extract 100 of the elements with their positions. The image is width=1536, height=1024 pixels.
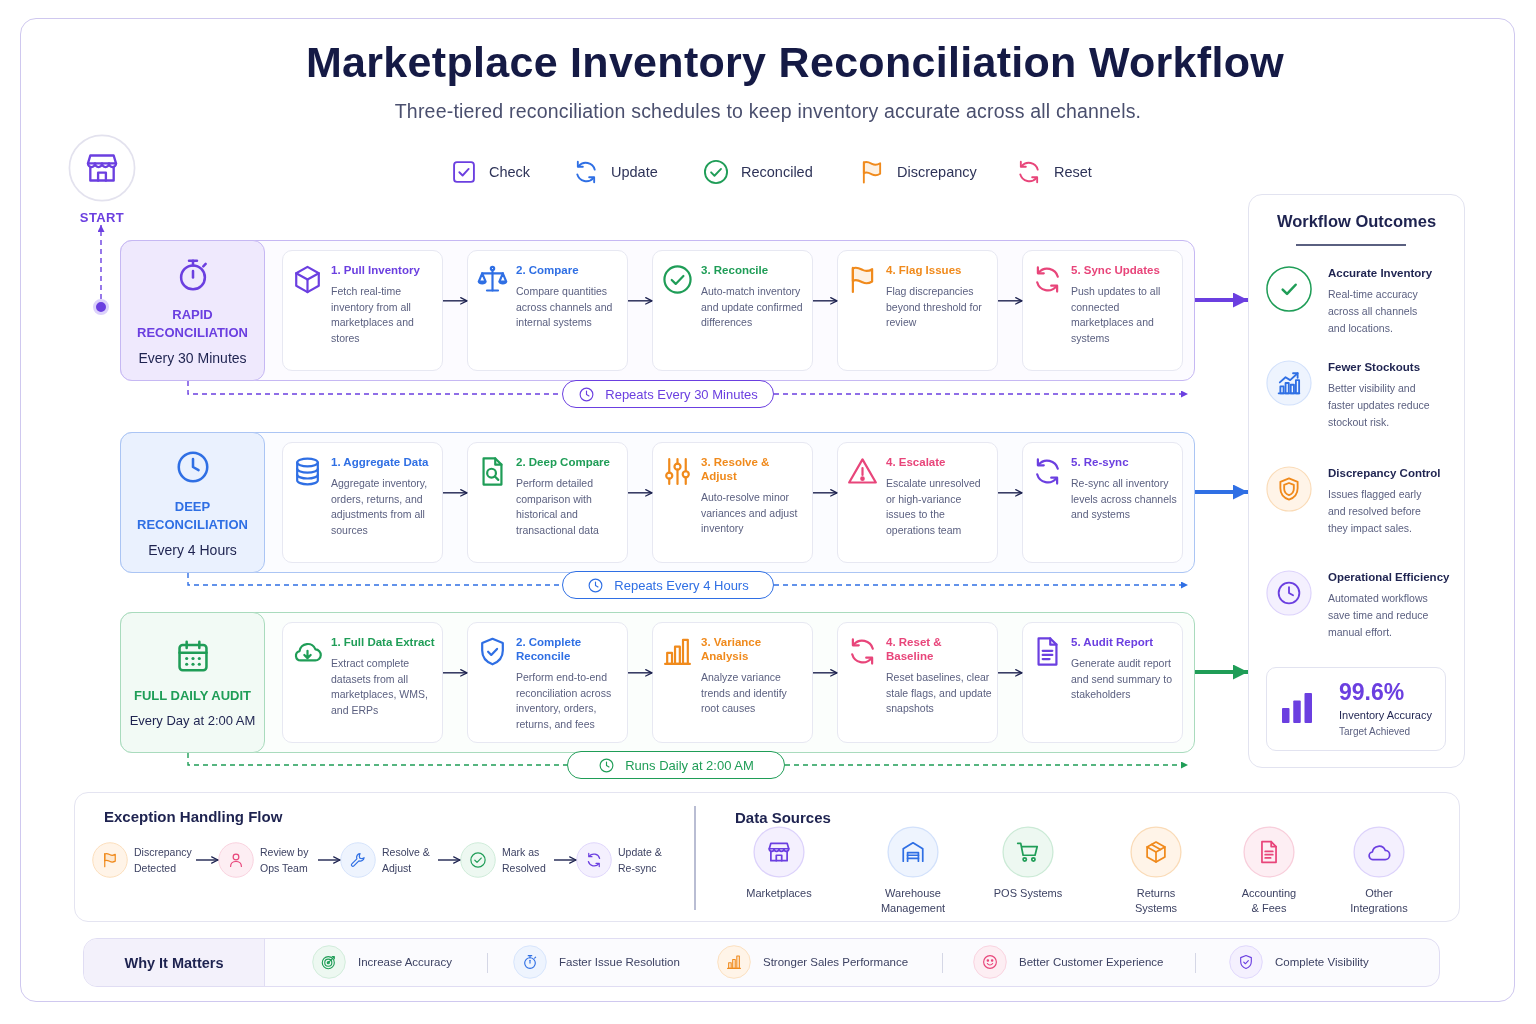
step-description: Re-sync all inventory levels across channels and systems bbox=[1071, 476, 1177, 522]
step-card bbox=[467, 622, 628, 743]
arrow bbox=[812, 669, 838, 677]
schedule-header-card bbox=[120, 240, 265, 381]
step-description: Analyze variance trends and identify root causes bbox=[701, 670, 788, 716]
schedule-pill bbox=[562, 380, 774, 408]
step-title: 3. Resolve & Adjust bbox=[701, 455, 771, 483]
schedule-header-card bbox=[120, 612, 265, 753]
step-title: 4. Reset & Baseline bbox=[886, 635, 943, 663]
step-card bbox=[1022, 442, 1183, 563]
schedule-name: FULL DAILY AUDIT bbox=[133, 687, 252, 705]
arrow bbox=[317, 856, 341, 864]
schedule-header-card bbox=[120, 432, 265, 573]
arrow bbox=[627, 297, 653, 305]
outcome-title: Discrepancy Control bbox=[1328, 467, 1441, 479]
step-card bbox=[1022, 250, 1183, 371]
outcome-title: Accurate Inventory bbox=[1328, 267, 1433, 279]
step-title: 1. Aggregate Data bbox=[331, 455, 430, 469]
outcome-description: Real-time accuracy across all channels and locations. bbox=[1328, 287, 1419, 336]
data-source-label: Marketplaces bbox=[746, 886, 812, 901]
step-description: Perform end-to-end reconciliation across inventory, orders, returns, and fees bbox=[516, 670, 613, 732]
schedule-name: DEEP RECONCILIATION bbox=[136, 497, 249, 534]
step-title: 2. Compare bbox=[516, 263, 580, 277]
step-card bbox=[837, 442, 998, 563]
exception-step-label: Discrepancy Detected bbox=[134, 845, 193, 876]
data-source-label: Returns Systems bbox=[1133, 886, 1179, 916]
data-source-label: Warehouse Management bbox=[879, 886, 947, 916]
benefits-bar bbox=[83, 938, 1440, 987]
arrow bbox=[442, 489, 468, 497]
arrow bbox=[1195, 664, 1248, 680]
step-card bbox=[282, 250, 443, 371]
legend-label: Update bbox=[611, 164, 658, 180]
pill-label: Repeats Every 30 Minutes bbox=[605, 386, 758, 402]
schedule-pill bbox=[567, 751, 785, 779]
step-card bbox=[652, 622, 813, 743]
subtitle: Three-tiered reconciliation schedules to keep inventory accurate across all channels. bbox=[394, 100, 1142, 123]
arrow bbox=[1195, 292, 1248, 308]
step-card bbox=[282, 622, 443, 743]
arrow bbox=[997, 489, 1023, 497]
step-card bbox=[837, 250, 998, 371]
exception-step-label: Mark as Resolved bbox=[502, 845, 547, 876]
outcome-title: Fewer Stockouts bbox=[1328, 361, 1421, 373]
arrow bbox=[812, 297, 838, 305]
step-description: Flag discrepancies beyond threshold for review bbox=[886, 284, 983, 330]
arrow bbox=[1195, 484, 1248, 500]
data-source-label: Accounting & Fees bbox=[1240, 886, 1298, 916]
arrow bbox=[627, 489, 653, 497]
outcome-description: Issues flagged early and resolved before they impact sales. bbox=[1328, 487, 1423, 536]
arrow bbox=[997, 669, 1023, 677]
dashed-line bbox=[187, 752, 568, 766]
schedule-lane bbox=[120, 432, 1195, 573]
step-card bbox=[467, 442, 628, 563]
exception-step-label: Resolve & Adjust bbox=[382, 845, 431, 876]
schedule-lane bbox=[120, 612, 1195, 753]
step-title: 5. Audit Report bbox=[1071, 635, 1154, 649]
section-title: Data Sources bbox=[735, 809, 831, 826]
benefit-label: Better Customer Experience bbox=[1019, 956, 1164, 968]
exception-step-label: Update & Re-sync bbox=[618, 845, 663, 876]
dashed-arrow bbox=[97, 224, 105, 300]
benefit-label: Increase Accuracy bbox=[358, 956, 452, 968]
step-description: Extract complete datasets from all marketplaces, WMS, and ERPs bbox=[331, 656, 429, 718]
arrow bbox=[553, 856, 577, 864]
step-card bbox=[1022, 622, 1183, 743]
info-panel bbox=[74, 792, 1460, 922]
pill-label: Runs Daily at 2:00 AM bbox=[625, 757, 754, 773]
step-description: Reset baselines, clear stale flags, and update snapshots bbox=[886, 670, 992, 716]
step-description: Fetch real-time inventory from all marketplaces and stores bbox=[331, 284, 415, 346]
outcome-title: Operational Efficiency bbox=[1328, 571, 1450, 583]
schedule-frequency: Every 30 Minutes bbox=[137, 349, 248, 366]
step-title: 5. Sync Updates bbox=[1071, 263, 1161, 277]
dashed-arrow bbox=[784, 761, 1189, 769]
legend-label: Discrepancy bbox=[897, 164, 977, 180]
step-title: 5. Re-sync bbox=[1071, 455, 1130, 469]
arrow bbox=[437, 856, 461, 864]
step-card bbox=[467, 250, 628, 371]
step-title: 3. Variance Analysis bbox=[701, 635, 763, 663]
start-label: START bbox=[79, 210, 125, 225]
step-card bbox=[652, 250, 813, 371]
stat-card bbox=[1266, 667, 1446, 751]
dashed-arrow bbox=[773, 390, 1189, 398]
schedule-frequency: Every Day at 2:00 AM bbox=[128, 713, 257, 728]
arrow bbox=[442, 297, 468, 305]
step-description: Push updates to all connected marketplaces and systems bbox=[1071, 284, 1162, 346]
legend-label: Check bbox=[489, 164, 531, 180]
step-description: Generate audit report and send summary to stakeholders bbox=[1071, 656, 1173, 702]
step-card bbox=[282, 442, 443, 563]
data-source-label: POS Systems bbox=[993, 886, 1063, 901]
step-card bbox=[652, 442, 813, 563]
outcomes-panel bbox=[1248, 194, 1465, 768]
timeline-dot-icon bbox=[93, 299, 109, 315]
benefit-label: Faster Issue Resolution bbox=[559, 956, 680, 968]
panel-title: Workflow Outcomes bbox=[1275, 212, 1438, 231]
section-label: Why It Matters bbox=[84, 939, 265, 986]
step-title: 4. Escalate bbox=[886, 455, 947, 469]
outcome-description: Better visibility and faster updates reduce stockout risk. bbox=[1328, 381, 1431, 430]
step-title: 1. Pull Inventory bbox=[331, 263, 421, 277]
step-description: Escalate unresolved or high-variance issues to the operations team bbox=[886, 476, 982, 538]
dashed-arrow bbox=[773, 581, 1189, 589]
step-title: 2. Deep Compare bbox=[516, 455, 611, 469]
step-card bbox=[837, 622, 998, 743]
